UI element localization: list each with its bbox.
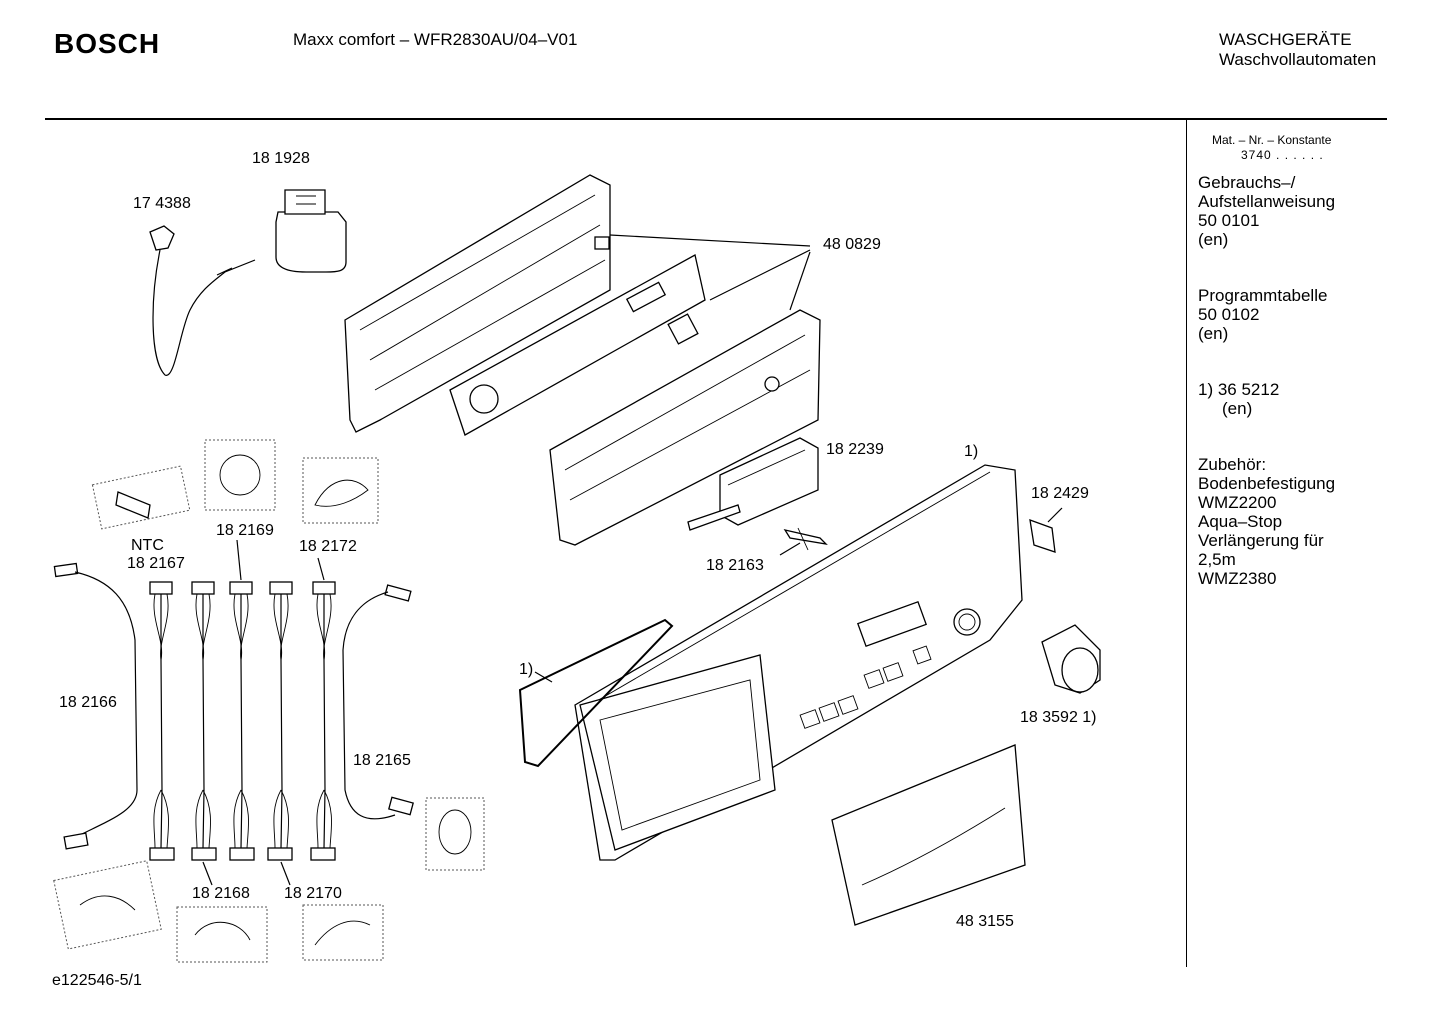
label-480829: 48 0829 bbox=[823, 236, 881, 253]
label-483155: 48 3155 bbox=[956, 913, 1014, 930]
header-divider bbox=[45, 118, 1387, 120]
brand-logo: BOSCH bbox=[54, 28, 161, 59]
sidebar-divider bbox=[1186, 119, 1187, 967]
control-module-drawing bbox=[344, 174, 821, 546]
shaft-drawing bbox=[783, 527, 828, 551]
power-cord-drawing bbox=[149, 225, 256, 376]
detail-182168 bbox=[176, 906, 268, 963]
ntc-sensor-drawing bbox=[91, 465, 191, 530]
suppressor-drawing bbox=[275, 189, 347, 273]
detail-182169 bbox=[204, 439, 276, 511]
label-182170: 18 2170 bbox=[284, 885, 342, 902]
label-182163: 18 2163 bbox=[706, 557, 764, 574]
leader-480829-c bbox=[789, 251, 811, 311]
program-table-label: Programmtabelle bbox=[1198, 286, 1328, 305]
detail-182170 bbox=[302, 904, 384, 961]
drawing-id: e122546-5/1 bbox=[52, 972, 142, 989]
seal-frame-drawing bbox=[518, 618, 674, 768]
detail-bottom-left bbox=[53, 860, 162, 950]
leader-480829-b bbox=[709, 249, 811, 301]
label-182167: 18 2167 bbox=[127, 555, 185, 572]
mat-nr-label: Mat. – Nr. – Konstante bbox=[1212, 133, 1332, 147]
label-182169: 18 2169 bbox=[216, 522, 274, 539]
accessory-2: WMZ2200 bbox=[1198, 493, 1277, 512]
manual-line2: Aufstellanweisung bbox=[1198, 192, 1336, 211]
knob-drawing bbox=[1041, 624, 1101, 694]
manual-lang: (en) bbox=[1198, 230, 1229, 249]
label-174388: 17 4388 bbox=[133, 195, 191, 212]
label-note-1a: 1) bbox=[964, 443, 979, 460]
drawer-handle-drawing bbox=[831, 744, 1026, 926]
detail-182172 bbox=[302, 457, 379, 524]
accessory-6: WMZ2380 bbox=[1198, 569, 1277, 588]
label-181928: 18 1928 bbox=[252, 150, 310, 167]
manual-line1: Gebrauchs–/ bbox=[1198, 173, 1296, 192]
label-note-1b: 1) bbox=[519, 661, 534, 678]
accessory-3: Aqua–Stop bbox=[1198, 512, 1283, 531]
model-title: Maxx comfort – WFR2830AU/04–V01 bbox=[293, 30, 578, 49]
label-182168: 18 2168 bbox=[192, 885, 250, 902]
label-182172: 18 2172 bbox=[299, 538, 357, 555]
wire-harnesses-drawing bbox=[53, 562, 414, 861]
program-table-lang: (en) bbox=[1198, 324, 1229, 343]
program-table-number: 50 0102 bbox=[1198, 305, 1260, 324]
category-subtitle: Waschvollautomaten bbox=[1219, 50, 1377, 69]
label-182239: 18 2239 bbox=[826, 441, 884, 458]
detail-182165 bbox=[425, 797, 485, 871]
clip-drawing bbox=[1029, 507, 1063, 553]
accessories-title: Zubehör: bbox=[1198, 455, 1267, 474]
control-panel-drawing bbox=[574, 464, 1023, 861]
accessory-5: 2,5m bbox=[1198, 550, 1236, 569]
accessory-1: Bodenbefestigung bbox=[1198, 474, 1336, 493]
label-183592: 18 3592 1) bbox=[1020, 709, 1097, 726]
category-title: WASCHGERÄTE bbox=[1219, 30, 1352, 49]
label-182165: 18 2165 bbox=[353, 752, 411, 769]
label-182429: 18 2429 bbox=[1031, 485, 1089, 502]
leader-480829-a bbox=[609, 234, 811, 247]
label-182166: 18 2166 bbox=[59, 694, 117, 711]
note-1: 1) 36 5212 bbox=[1198, 380, 1280, 399]
note-1-lang: (en) bbox=[1222, 399, 1253, 418]
display-drawing bbox=[687, 437, 819, 531]
manual-number: 50 0101 bbox=[1198, 211, 1260, 230]
label-ntc: NTC bbox=[131, 537, 164, 554]
accessory-4: Verlängerung für bbox=[1198, 531, 1324, 550]
mat-nr-value: 3740 . . . . . . bbox=[1241, 148, 1324, 162]
